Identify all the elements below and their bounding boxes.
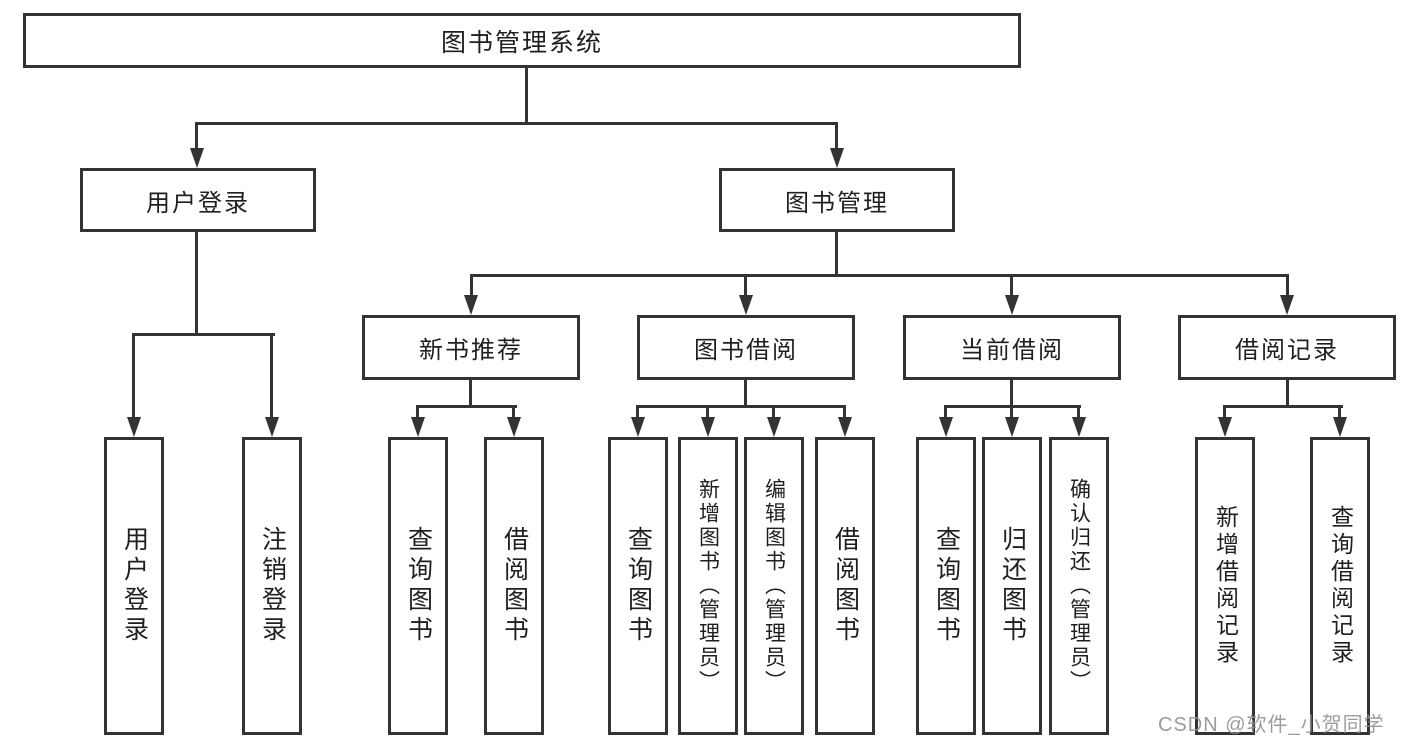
arrowhead-cb-query: [939, 417, 953, 437]
arrowhead-nb-query: [411, 417, 425, 437]
node-new-book-recommend: 新书推荐: [362, 315, 580, 380]
node-borrow-records: 借阅记录: [1178, 315, 1396, 380]
leaf-br-add-record: 新增借阅记录: [1195, 437, 1255, 735]
leaf-cb-confirm-return: 确认归还（管理员）: [1049, 437, 1109, 735]
connector-book-borrow-drop: [744, 380, 747, 408]
connector-book-management-drop: [835, 232, 838, 277]
connector-stem-user-login: [195, 122, 198, 152]
connector-current-borrow-drop: [1010, 380, 1013, 408]
connector-stem-cb-return: [1010, 405, 1013, 421]
arrowhead-bb-borrow: [838, 417, 852, 437]
arrowhead-bb-query: [631, 417, 645, 437]
leaf-br-query-record: 查询借阅记录: [1310, 437, 1370, 735]
arrowhead-br-add: [1218, 417, 1232, 437]
connector-stem-br-query: [1338, 405, 1341, 421]
connector-stem-nb-borrow: [512, 405, 515, 421]
connector-stem-leaf-logout: [270, 333, 273, 419]
leaf-user-login: 用户登录: [104, 437, 164, 735]
connector-stem-borrow-records: [1286, 274, 1289, 297]
arrowhead-borrow-records: [1280, 295, 1294, 315]
node-book-borrow: 图书借阅: [637, 315, 855, 380]
node-book-management: 图书管理: [719, 168, 955, 232]
connector-user-login-branch: [132, 333, 275, 336]
connector-new-book-drop: [469, 380, 472, 408]
arrowhead-leaf-login: [127, 417, 141, 437]
connector-stem-bb-add: [706, 405, 709, 421]
connector-user-login-drop: [195, 232, 198, 336]
node-user-login: 用户登录: [80, 168, 316, 232]
leaf-nb-query-books: 查询图书: [388, 437, 448, 735]
connector-book-management-branch: [470, 274, 1289, 277]
arrowhead-new-book: [464, 295, 478, 315]
arrowhead-nb-borrow: [507, 417, 521, 437]
node-current-borrow: 当前借阅: [903, 315, 1121, 380]
arrowhead-bb-add: [701, 417, 715, 437]
connector-stem-bb-borrow: [843, 405, 846, 421]
connector-root-drop: [525, 68, 528, 125]
arrowhead-leaf-logout: [265, 417, 279, 437]
leaf-cb-return-books: 归还图书: [982, 437, 1042, 735]
arrowhead-br-query: [1333, 417, 1347, 437]
arrowhead-cb-confirm: [1072, 417, 1086, 437]
connector-book-borrow-branch: [636, 405, 846, 408]
arrowhead-book-management: [830, 148, 844, 168]
connector-stem-book-borrow: [744, 274, 747, 297]
connector-stem-new-book: [470, 274, 473, 297]
leaf-nb-borrow-books: 借阅图书: [484, 437, 544, 735]
arrowhead-bb-edit: [767, 417, 781, 437]
connector-stem-book-management: [835, 122, 838, 152]
connector-stem-nb-query: [416, 405, 419, 421]
connector-stem-bb-edit: [772, 405, 775, 421]
connector-new-book-branch: [416, 405, 517, 408]
connector-borrow-records-drop: [1286, 380, 1289, 408]
leaf-bb-query-books: 查询图书: [608, 437, 668, 735]
connector-stem-bb-query: [636, 405, 639, 421]
connector-stem-leaf-login: [132, 333, 135, 419]
leaf-bb-add-books: 新增图书（管理员）: [678, 437, 738, 735]
leaf-cb-query-books: 查询图书: [916, 437, 976, 735]
arrowhead-user-login: [190, 148, 204, 168]
node-library-management-system: 图书管理系统: [23, 13, 1021, 68]
arrowhead-current-borrow: [1005, 295, 1019, 315]
csdn-watermark: CSDN @软件_小贺同学: [1158, 714, 1385, 736]
connector-stem-br-add: [1223, 405, 1226, 421]
connector-stem-cb-confirm: [1077, 405, 1080, 421]
connector-root-branch: [195, 122, 838, 125]
arrowhead-book-borrow: [739, 295, 753, 315]
leaf-logout: 注销登录: [242, 437, 302, 735]
connector-borrow-records-branch: [1223, 405, 1343, 408]
connector-stem-current-borrow: [1010, 274, 1013, 297]
connector-stem-cb-query: [944, 405, 947, 421]
arrowhead-cb-return: [1005, 417, 1019, 437]
leaf-bb-edit-books: 编辑图书（管理员）: [744, 437, 804, 735]
leaf-bb-borrow-books: 借阅图书: [815, 437, 875, 735]
